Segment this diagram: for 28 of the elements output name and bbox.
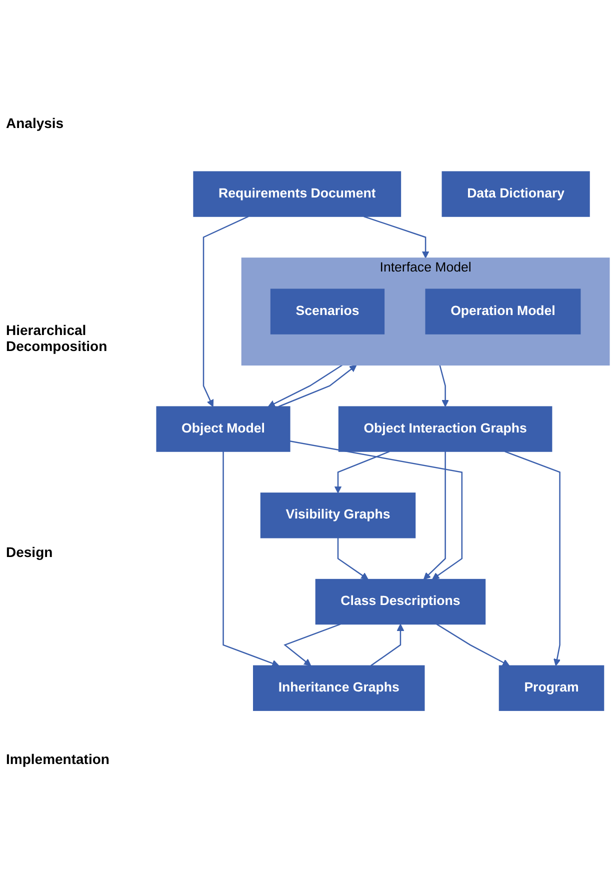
node-box: Inheritance Graphs (253, 665, 425, 711)
arrow (278, 364, 357, 408)
arrow (268, 364, 343, 407)
arrow (290, 440, 463, 580)
node-box: Requirements Document (193, 171, 402, 217)
phase-label: Analysis (6, 115, 65, 132)
arrow (337, 538, 368, 580)
node-box: Scenarios (270, 288, 385, 334)
arrow (439, 364, 449, 407)
arrow (334, 450, 390, 494)
arrow (364, 216, 430, 258)
phase-label: Implementation (6, 750, 110, 767)
arrow (202, 216, 249, 407)
node-box: Operation Model (425, 288, 581, 334)
arrow (436, 624, 510, 666)
node-box: Visibility Graphs (260, 492, 416, 538)
node-box: Object Interaction Graphs (338, 406, 552, 452)
node-box: Class Descriptions (315, 578, 486, 624)
arrow (423, 451, 446, 580)
node-box: Object Model (156, 406, 290, 452)
arrow (370, 624, 404, 666)
node-box: Program (498, 665, 604, 711)
arrow (284, 624, 341, 666)
phase-label: Design (6, 544, 54, 560)
phase-label: Hierarchical Decomposition (6, 322, 108, 354)
node-box: Data Dictionary (442, 171, 590, 217)
arrow (504, 450, 561, 666)
arrow (222, 451, 280, 667)
